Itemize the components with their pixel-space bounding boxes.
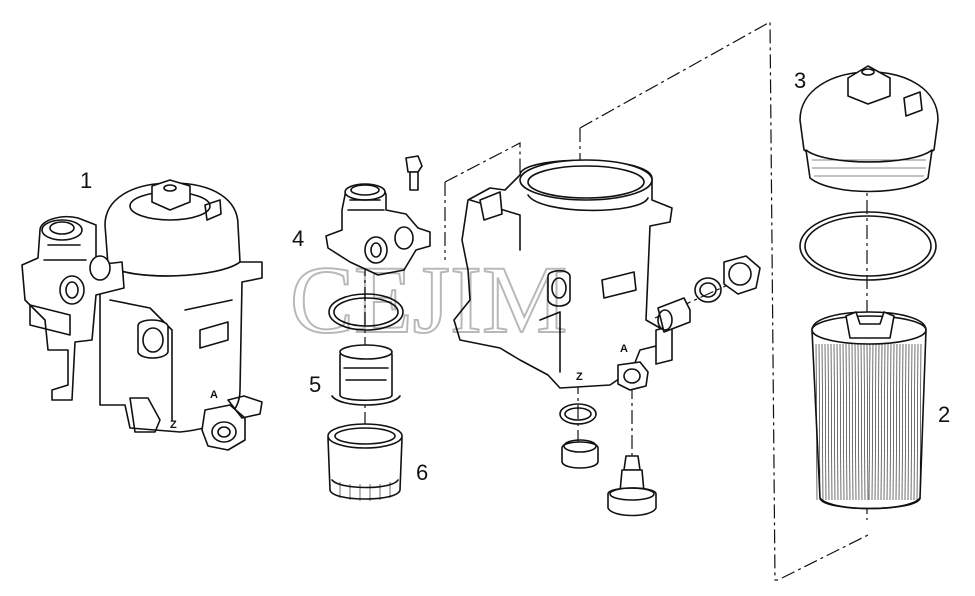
watermark-text: CEJIM [290, 246, 567, 353]
o-ring-small [328, 293, 404, 331]
pleat-line [860, 343, 863, 501]
pleat-line [889, 343, 892, 501]
callout-2: 2 [938, 402, 951, 427]
pleat-line [910, 343, 913, 501]
marking-z-right: Z [576, 371, 583, 383]
filter-housing-assembly: Z A [21, 179, 263, 451]
cup-part-6 [327, 423, 403, 501]
strainer-insert-part-5 [331, 344, 401, 406]
filter-housing-body: Z A [453, 159, 673, 391]
pleat-line [868, 343, 871, 501]
pleat-line [916, 343, 919, 501]
callout-5: 5 [309, 372, 322, 397]
pleat-line [839, 343, 842, 501]
callout-4: 4 [292, 226, 305, 251]
pleat-line [815, 343, 818, 501]
pleat-line [824, 343, 827, 501]
pleat-line [866, 343, 869, 501]
pleat-line [913, 343, 916, 501]
pleat-line [898, 343, 901, 501]
pleat-line [842, 343, 845, 501]
pleat-line [854, 343, 857, 501]
callout-1: 1 [80, 168, 93, 193]
pleat-line [857, 343, 860, 501]
marking-a-left: A [210, 389, 218, 401]
pleat-line [904, 343, 907, 501]
pleat-line [833, 343, 836, 501]
pleat-line [907, 343, 910, 501]
o-ring-large [799, 211, 937, 281]
pleat-line [827, 343, 830, 501]
pleat-line [851, 343, 854, 501]
callout-6: 6 [416, 460, 429, 485]
callout-3: 3 [794, 68, 807, 93]
pleat-line [830, 343, 833, 501]
pleat-line [895, 343, 898, 501]
filter-cap-part-3 [799, 65, 939, 193]
pleat-line [877, 343, 880, 501]
pleat-line [863, 343, 866, 501]
pleat-line [883, 343, 886, 501]
pleat-line [818, 343, 821, 501]
pleat-line [874, 343, 877, 501]
pleat-line [836, 343, 839, 501]
pleat-line [871, 343, 874, 501]
drain-fittings [559, 403, 657, 517]
pleat-line [880, 343, 883, 501]
check-valve-fittings [657, 255, 761, 333]
pleat-line [848, 343, 851, 501]
pleat-line [821, 343, 824, 501]
pleat-line [886, 343, 889, 501]
marking-z-left: Z [170, 419, 177, 431]
filter-element-part-2 [811, 311, 927, 510]
pleat-line [892, 343, 895, 501]
pleat-line [919, 343, 922, 501]
valve-module-part-4 [325, 155, 431, 276]
pleat-line [845, 343, 848, 501]
pleat-line [901, 343, 904, 501]
marking-a-right: A [620, 343, 628, 355]
